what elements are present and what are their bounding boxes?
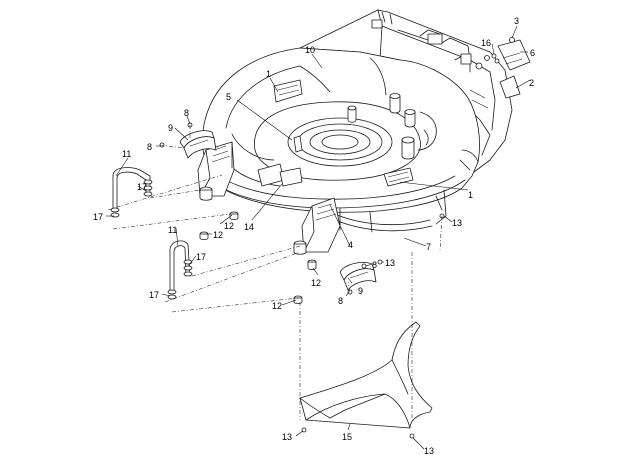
callout-13-b: 13 [385,258,395,268]
decal-upper [273,79,303,103]
callout-10: 10 [305,45,315,55]
callout-14: 14 [244,222,254,232]
callout-6: 6 [530,48,535,58]
callout-8-c: 8 [372,260,377,270]
left-wheel-mount [197,141,235,201]
callout-13-a: 13 [452,218,462,228]
callout-8-a: 8 [184,108,189,118]
center-lines [107,125,443,420]
callout-16: 16 [481,38,491,48]
callout-3: 3 [514,16,519,26]
callout-17-c: 17 [149,290,159,300]
callout-9-a: 9 [168,123,173,133]
callout-13-c: 13 [282,432,292,442]
callout-7: 7 [426,242,431,252]
callout-12-c: 12 [311,278,321,288]
callout-12-b: 12 [213,230,223,240]
callout-17-b: 17 [137,182,147,192]
deflector-parts [491,37,531,99]
callout-8-d: 8 [338,296,343,306]
callout-2: 2 [529,78,534,88]
callout-1-right: 1 [468,190,473,200]
callout-4: 4 [348,240,353,250]
axle-upper [110,167,153,218]
callout-9-b: 9 [358,286,363,296]
callout-17-a: 17 [93,212,103,222]
callout-15: 15 [342,432,352,442]
center-wheel-mount [293,197,341,255]
callout-13-d: 13 [424,446,434,456]
callout-11-a: 11 [122,149,131,159]
callout-12-a: 12 [224,221,234,231]
callout-12-d: 12 [272,301,282,311]
mower-deck [202,47,480,233]
clip-5 [293,135,303,153]
axle-lower [167,240,193,300]
callout-8-b: 8 [147,142,152,152]
decal-right [383,167,414,187]
callout-11-b: 11 [168,225,177,235]
leader-lines [106,25,531,450]
decal-center [257,163,303,187]
callout-5: 5 [226,92,231,102]
mulch-plug [299,321,433,429]
callout-labels: 1 1 2 3 4 5 6 7 8 8 8 8 9 9 10 11 11 12 … [93,16,535,456]
callout-1-upper: 1 [266,69,271,79]
cover-plate-left [179,130,217,159]
callout-17-d: 17 [196,252,206,262]
